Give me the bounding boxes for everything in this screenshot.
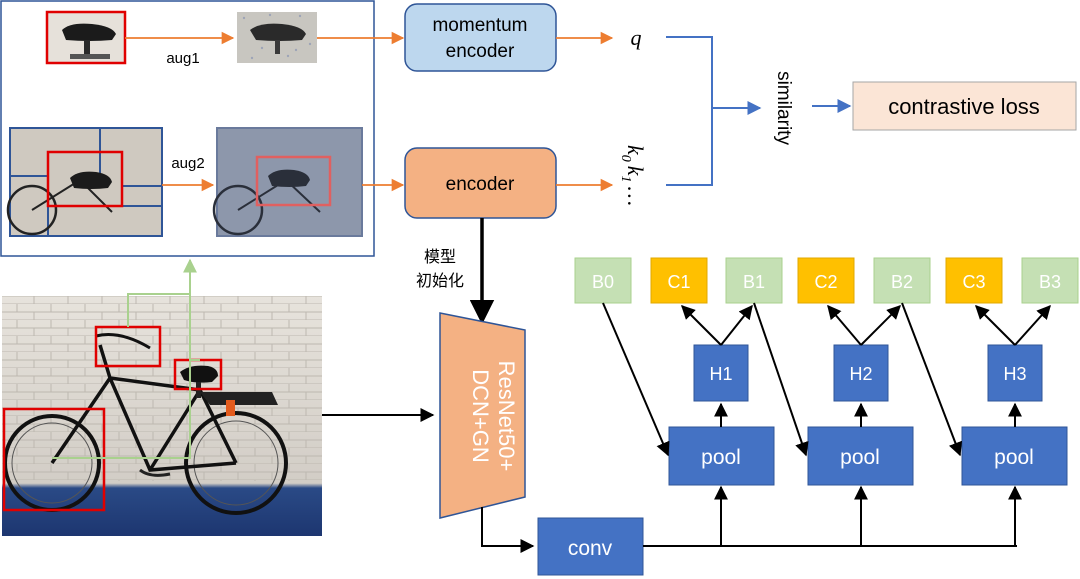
keys-label: k0k1… — [618, 145, 648, 206]
b1-to-pool2-arrow — [753, 302, 809, 457]
output-b0-label: B0 — [592, 272, 614, 292]
output-b2-label: B2 — [891, 272, 913, 292]
key-sub1: 1 — [618, 176, 633, 183]
contrastive-loss-box: contrastive loss — [852, 81, 1077, 131]
init-label-line1: 模型 — [424, 247, 456, 266]
momentum-encoder-box: momentum encoder — [404, 3, 557, 72]
pool-1-label: pool — [701, 446, 741, 469]
b2-to-pool3-arrow — [901, 302, 963, 457]
output-c2-label: C2 — [814, 272, 837, 292]
pool-3-label: pool — [994, 446, 1034, 469]
output-b0-box: B0 — [574, 257, 632, 304]
h2-to-b2-arrow — [860, 305, 901, 346]
output-c1-label: C1 — [667, 272, 690, 292]
output-b3-label: B3 — [1039, 272, 1061, 292]
output-c1-box: C1 — [650, 257, 708, 304]
head-h2-label: H2 — [849, 364, 872, 384]
key-k0: k — [623, 145, 648, 156]
augmented-seat-image — [237, 12, 317, 63]
pool-2-box: pool — [807, 426, 914, 486]
output-c3-label: C3 — [962, 272, 985, 292]
head-h2-box: H2 — [833, 344, 889, 402]
head-h1-label: H1 — [709, 364, 732, 384]
similarity-label: similarity — [773, 71, 794, 145]
backbone-to-conv-arrow — [481, 507, 535, 553]
augmented-mosaic-image — [212, 127, 363, 237]
head-h1-box: H1 — [693, 344, 749, 402]
backbone-trapezoid: ResNet50+ DCN+GN — [439, 312, 526, 519]
k-similarity-line — [666, 108, 713, 186]
head-h3-label: H3 — [1003, 364, 1026, 384]
h2-to-c2-arrow — [827, 304, 862, 346]
output-b1-label: B1 — [743, 272, 765, 292]
output-b2-box: B2 — [873, 257, 931, 304]
h3-to-b3-arrow — [1014, 304, 1051, 346]
key-sub0: 0 — [618, 155, 633, 162]
encoder-label: encoder — [446, 174, 515, 195]
h3-to-c3-arrow — [975, 305, 1016, 346]
head-h3-box: H3 — [987, 344, 1043, 402]
key-ellipsis: … — [623, 187, 648, 207]
init-label-line2: 初始化 — [416, 271, 464, 290]
backbone-label-line1: ResNet50+ — [494, 361, 519, 472]
q-label: q — [631, 25, 642, 50]
pool-3-box: pool — [961, 426, 1068, 486]
svg-text:k0k1…: k0k1… — [618, 145, 648, 206]
h1-to-b1-arrow — [720, 304, 753, 346]
h1-to-c1-arrow — [681, 305, 722, 346]
conv-box: conv — [537, 517, 644, 576]
output-b1-box: B1 — [725, 257, 783, 304]
conv-label: conv — [568, 537, 613, 560]
seat-crop-image — [45, 10, 127, 65]
backbone-label-line2: DCN+GN — [468, 369, 493, 463]
key-k1: k — [623, 166, 648, 177]
mosaic-crop-image — [6, 127, 163, 237]
aug1-label: aug1 — [166, 50, 199, 67]
output-c3-box: C3 — [945, 257, 1003, 304]
aug2-label: aug2 — [171, 155, 204, 172]
bicycle-photo — [2, 296, 322, 536]
output-b3-box: B3 — [1021, 257, 1079, 304]
b0-to-pool1-arrow — [602, 302, 670, 457]
pool-2-label: pool — [840, 446, 880, 469]
pool-1-box: pool — [668, 426, 775, 486]
momentum-encoder-label-line2: encoder — [446, 41, 515, 62]
encoder-box: encoder — [404, 147, 557, 219]
momentum-encoder-label-line1: momentum — [432, 15, 527, 36]
output-c2-box: C2 — [797, 257, 855, 304]
contrastive-loss-label: contrastive loss — [888, 94, 1040, 119]
q-similarity-line — [666, 36, 713, 108]
